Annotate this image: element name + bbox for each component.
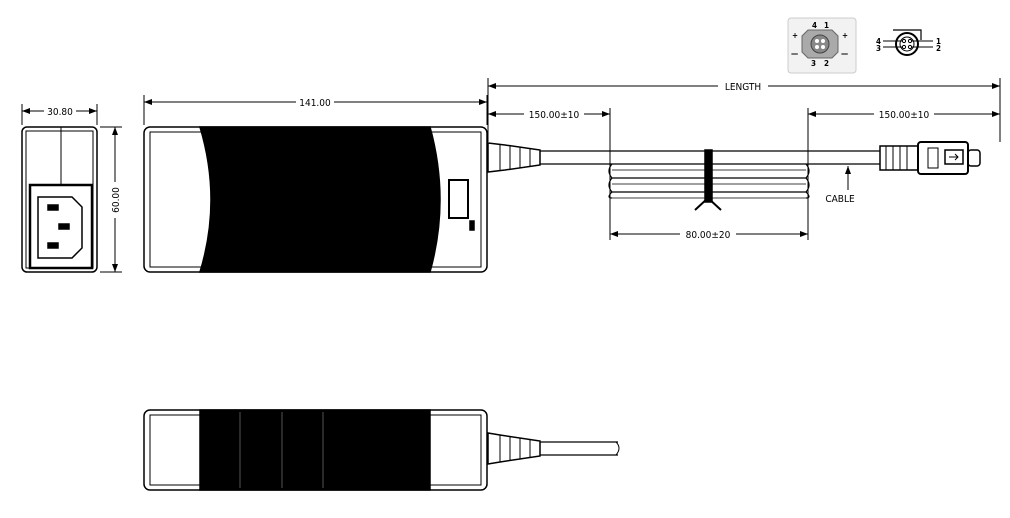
- pinout-diagram-outline: [883, 29, 933, 56]
- plus-sign-left: +: [792, 31, 798, 40]
- din-connector: [879, 141, 981, 175]
- cable-tie: [704, 149, 713, 203]
- dim-cable-end-left: 150.00±10: [529, 110, 580, 121]
- iec-inlet: [28, 183, 94, 270]
- dim-front-width: 30.80: [47, 107, 73, 118]
- dim-cable-end-right: 150.00±10: [879, 110, 930, 121]
- side-view: [143, 95, 488, 273]
- pin-label-3: 3: [811, 59, 816, 68]
- pin-label-1-outline: 1: [936, 37, 941, 46]
- cable-label: CABLE: [825, 194, 855, 205]
- dim-cable-length: LENGTH: [725, 82, 761, 93]
- dim-body-length: 141.00: [299, 98, 331, 109]
- dim-coil-length: 80.00±20: [686, 230, 731, 241]
- bottom-view: [143, 409, 620, 491]
- heatsink-grip: [198, 126, 441, 273]
- pin-label-2: 2: [824, 59, 829, 68]
- led-window: [448, 179, 469, 219]
- pinout-diagram-shaded: 4 1 3 2 + + — —: [787, 17, 857, 74]
- pin-label-3-outline: 3: [876, 44, 881, 53]
- dim-front-height: 60.00: [111, 187, 122, 213]
- pin-label-4-outline: 4: [876, 37, 881, 46]
- minus-sign-left: —: [791, 49, 798, 58]
- minus-sign-right: —: [841, 49, 848, 58]
- plus-sign-right: +: [842, 31, 848, 40]
- pin-label-2-outline: 2: [936, 44, 941, 53]
- cable-assembly: [487, 78, 1001, 240]
- front-view: [21, 104, 122, 273]
- strain-relief: [487, 142, 541, 173]
- pin-label-1: 1: [824, 21, 829, 30]
- pin-label-4: 4: [812, 21, 817, 30]
